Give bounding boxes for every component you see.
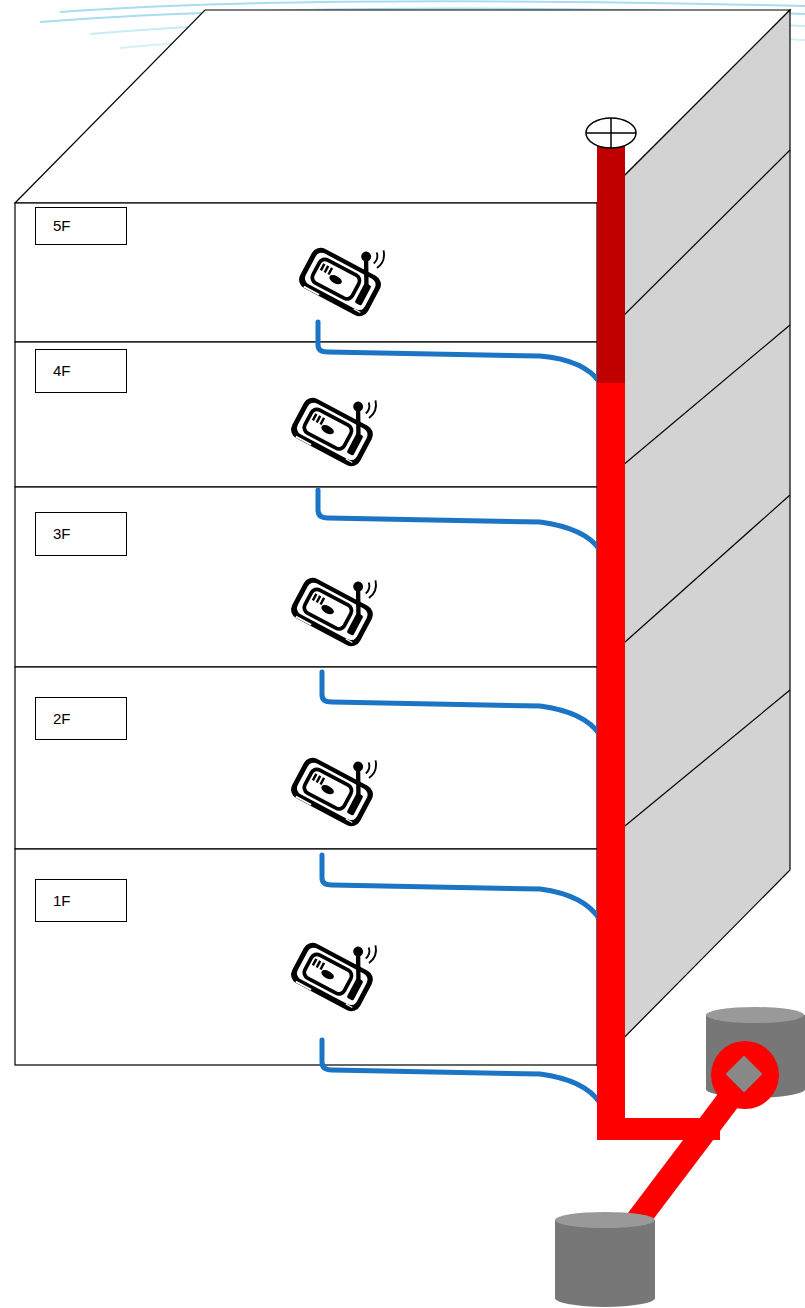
floor-label: 4F: [53, 362, 126, 380]
pipe-joint: [711, 1041, 779, 1109]
floor-label: 5F: [53, 217, 126, 235]
floor-label-box: 5F: [35, 207, 127, 245]
tank-lower: [555, 1212, 655, 1307]
floor-bands: [15, 203, 597, 1065]
floor-label: 2F: [53, 710, 126, 728]
building-side: [597, 10, 790, 1065]
floor-label-box: 2F: [35, 697, 127, 740]
drain-stack: [597, 383, 625, 1140]
floor-label-box: 4F: [35, 349, 127, 393]
sinks: [288, 221, 397, 1014]
floor-label: 3F: [53, 525, 126, 543]
branch-drain-pipes: [318, 322, 600, 1103]
side-floor-lines: [597, 150, 790, 849]
floor-label-box: 3F: [35, 512, 127, 556]
vent-pipe: [597, 140, 625, 383]
vent-cap: [586, 118, 636, 148]
floor-label-box: 1F: [35, 879, 127, 922]
floor-label: 1F: [53, 892, 126, 910]
connecting-pipe-end: [615, 1250, 655, 1251]
